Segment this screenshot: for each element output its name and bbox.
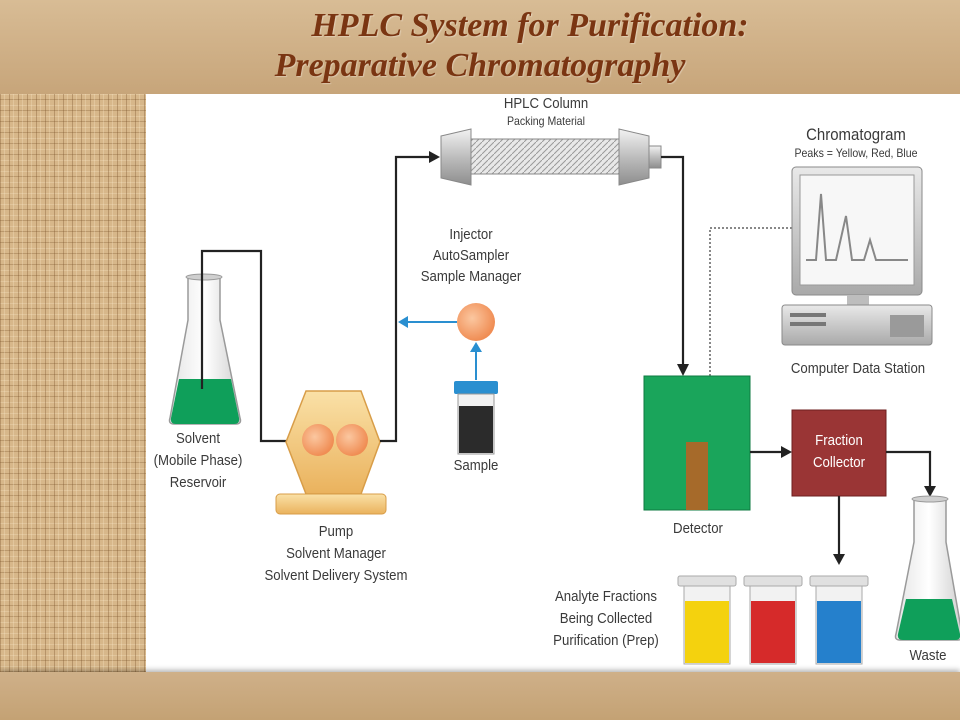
detector-icon — [643, 375, 751, 511]
solvent-flask-icon — [168, 273, 242, 425]
arrowhead-icon — [781, 446, 792, 458]
waste-flask-icon — [894, 495, 960, 641]
woven-texture-panel — [0, 94, 146, 672]
fraction-collector-label-line-1: Fraction — [815, 432, 863, 449]
analyte-label-line-2: Being Collected — [559, 610, 653, 627]
column-to-detector-tube — [661, 155, 685, 364]
injector-label-line-3: Sample Manager — [420, 268, 522, 285]
slide-title-line-2: Preparative Chromatography — [274, 47, 686, 84]
solvent-label-line-3: Reservoir — [169, 474, 227, 491]
slide-title-line-1: HPLC System for Purification: — [311, 7, 749, 44]
pump-label-line-1: Pump — [318, 523, 354, 540]
signal-cable — [709, 227, 794, 376]
hplc-diagram-graphic — [168, 128, 960, 665]
arrowhead-icon — [398, 316, 408, 328]
column-title-label: HPLC Column — [503, 95, 589, 112]
chromatogram-subtitle-label: Peaks = Yellow, Red, Blue — [794, 146, 918, 160]
fraction-collector-icon — [791, 409, 887, 497]
analyte-label-line-1: Analyte Fractions — [555, 588, 657, 605]
vial-red-icon — [743, 575, 803, 665]
sample-label: Sample — [453, 457, 499, 474]
arrowhead-icon — [429, 151, 440, 163]
solvent-label-line-2: (Mobile Phase) — [153, 452, 243, 469]
waste-label: Waste — [909, 647, 947, 664]
collector-to-waste-tube — [886, 450, 932, 486]
injector-label-line-1: Injector — [449, 226, 493, 243]
arrowhead-icon — [677, 364, 689, 376]
title-bar: HPLC System for Purification: Preparativ… — [0, 0, 960, 94]
detector-label: Detector — [673, 520, 723, 537]
sample-vial-icon — [454, 381, 498, 455]
bottom-bar — [0, 672, 960, 720]
arrowhead-icon — [470, 342, 482, 352]
vial-yellow-icon — [677, 575, 737, 665]
chromatogram-title-label: Chromatogram — [806, 125, 906, 144]
vial-blue-icon — [809, 575, 869, 665]
pump-icon — [275, 390, 387, 515]
solvent-tube — [200, 249, 288, 443]
fraction-collector-label-line-2: Collector — [812, 454, 866, 471]
injector-icon — [457, 303, 495, 341]
computer-icon — [781, 166, 933, 346]
column-subtitle-label: Packing Material — [506, 114, 586, 128]
solvent-label-line-1: Solvent — [175, 430, 221, 447]
analyte-label-line-3: Purification (Prep) — [553, 632, 659, 649]
arrowhead-icon — [924, 486, 936, 497]
injector-label-line-2: AutoSampler — [432, 247, 510, 264]
pump-to-column-tube — [380, 155, 429, 443]
computer-label: Computer Data Station — [790, 360, 926, 377]
hplc-diagram: HPLC Column Packing Material Chromatogra… — [146, 94, 960, 672]
arrowhead-icon — [833, 554, 845, 565]
pump-label-line-2: Solvent Manager — [286, 545, 386, 562]
pump-label-line-3: Solvent Delivery System — [264, 567, 408, 584]
hplc-column-icon — [440, 128, 662, 186]
